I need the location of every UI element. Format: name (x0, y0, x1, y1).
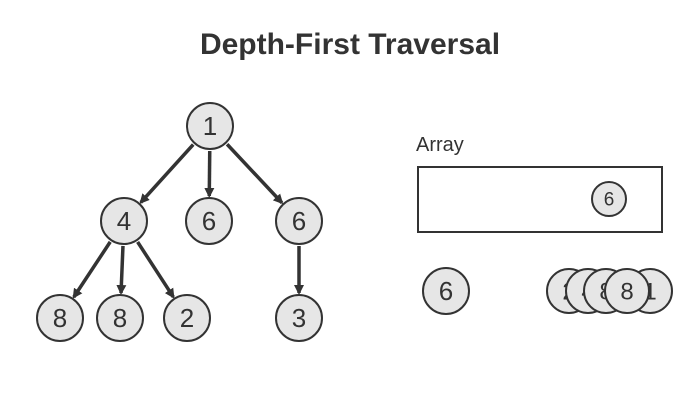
tree-node: 3 (275, 294, 323, 342)
node-stack: 21488 (546, 268, 673, 314)
tree-edge-arrow (139, 143, 195, 204)
page-title: Depth-First Traversal (199, 28, 501, 61)
node-label: 3 (292, 303, 306, 333)
node-label: 6 (292, 206, 306, 236)
node-label: 6 (439, 276, 453, 306)
node-circle (186, 102, 234, 150)
tree-edges (72, 143, 304, 299)
tree-node: 4 (100, 197, 148, 245)
node-circle (275, 197, 323, 245)
node-label: 6 (202, 206, 216, 236)
node-circle (604, 268, 650, 314)
node-circle (36, 294, 84, 342)
tree-node: 8 (96, 294, 144, 342)
array-label: Array (416, 134, 464, 156)
node-label: 8 (53, 303, 67, 333)
node-circle (275, 294, 323, 342)
node-label: 8 (113, 303, 127, 333)
node-label: 2 (180, 303, 194, 333)
stack-node: 8 (604, 268, 650, 314)
tree-edge-arrow (136, 241, 175, 299)
node-circle (163, 294, 211, 342)
tree-node: 8 (36, 294, 84, 342)
array-contents: 6 (591, 181, 627, 217)
current-node: 6 (422, 267, 470, 315)
tree-nodes: 1 4 6 6 8 8 2 3 (36, 102, 323, 342)
tree-node: 1 (186, 102, 234, 150)
node-label: 4 (117, 206, 131, 236)
tree-node: 6 (275, 197, 323, 245)
node-circle (100, 197, 148, 245)
tree-edge-arrow (72, 240, 112, 299)
node-label: 6 (604, 190, 615, 211)
node-circle (422, 267, 470, 315)
tree-node: 6 (185, 197, 233, 245)
array-item: 6 (591, 181, 627, 217)
node-label: 1 (203, 111, 217, 141)
tree-edge-arrow (225, 143, 284, 205)
tree-edge-arrow (116, 245, 127, 296)
node-circle (591, 181, 627, 217)
current-node-circle: 6 (422, 267, 470, 315)
node-circle (96, 294, 144, 342)
tree-node: 2 (163, 294, 211, 342)
node-label: 8 (620, 278, 633, 305)
node-circle (185, 197, 233, 245)
